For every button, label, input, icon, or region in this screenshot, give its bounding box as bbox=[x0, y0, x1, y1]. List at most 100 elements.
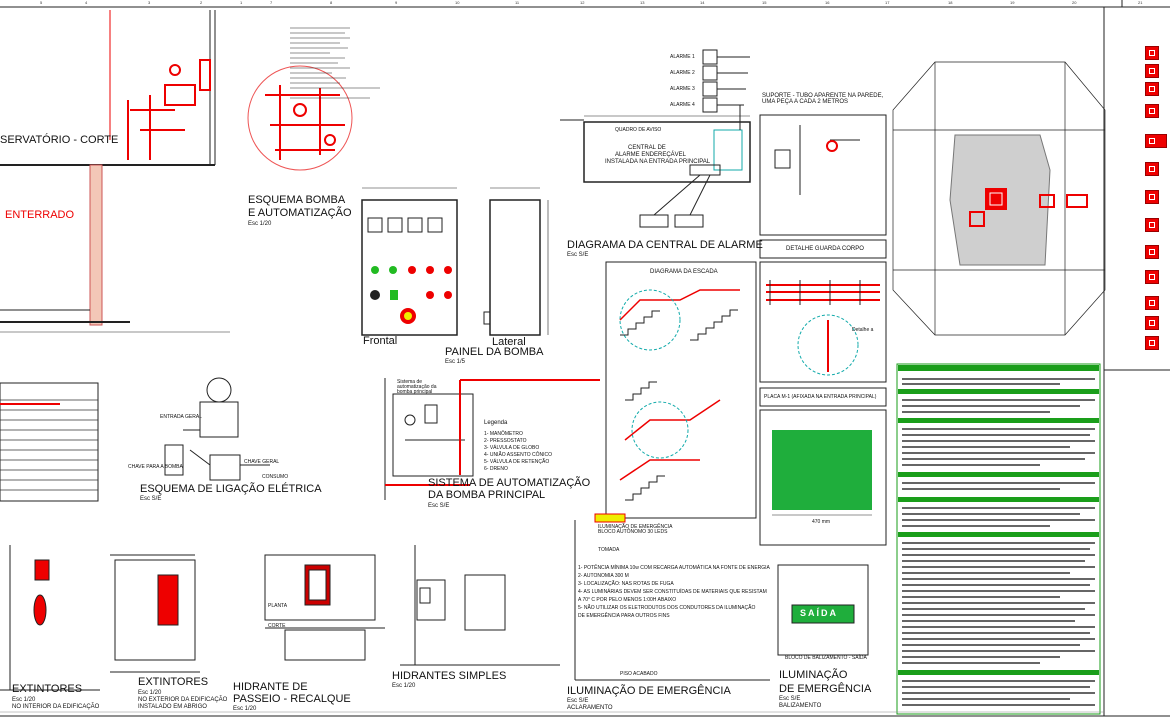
quadro-icon bbox=[1145, 218, 1159, 232]
porta-icon bbox=[1145, 245, 1159, 259]
legenda-item-1: 1- MANÔMETRO bbox=[484, 431, 523, 437]
seta-icon bbox=[1145, 162, 1159, 176]
central-label-2: ALARME ENDEREÇÁVEL bbox=[615, 152, 687, 158]
painel-frontal-label: Frontal bbox=[363, 335, 398, 347]
chave-geral-label: CHAVE GERAL bbox=[244, 459, 280, 465]
sistema-automatizacao bbox=[384, 378, 474, 500]
ilum-nota-6: 5- NÃO UTILIZAR OS ELETRODUTOS DOS CONDU… bbox=[578, 605, 756, 611]
iluminacao-2-scale: Esc S/E bbox=[779, 696, 801, 702]
legenda-item-3: 3- VÁLVULA DE GLOBO bbox=[484, 445, 540, 451]
esquema-ligacao bbox=[164, 377, 270, 481]
ilum-nota-1: 1- POTÊNCIA MÍNIMA 10w COM RECARGA AUTOM… bbox=[578, 565, 770, 571]
sinal-icon bbox=[1145, 270, 1159, 284]
esquema-ligacao-scale: Esc S/E bbox=[140, 496, 162, 502]
legenda-title: Legenda bbox=[484, 420, 508, 426]
central-alarme bbox=[560, 49, 751, 228]
esquema-bomba-scale: Esc 1/20 bbox=[248, 221, 272, 227]
extintores bbox=[0, 545, 200, 691]
diagrama-central-scale: Esc S/E bbox=[567, 252, 589, 258]
alarme-icon bbox=[1145, 82, 1159, 96]
painel-lateral bbox=[483, 187, 549, 336]
iluminacao-1-sub: ACLARAMENTO bbox=[567, 705, 613, 711]
sistema-auto-scale: Esc S/E bbox=[428, 503, 450, 509]
extintores-1-sub: NO INTERIOR DA EDIFICAÇÃO bbox=[12, 704, 100, 710]
bloco-balizamento-label: BLOCO DE BALIZAMENTO - SAÍDA bbox=[785, 655, 867, 661]
alarme-label-1: ALARME 1 bbox=[670, 54, 695, 60]
extintores-2-title: EXTINTORES bbox=[138, 676, 209, 688]
painel-leds bbox=[370, 266, 452, 324]
placa-title: PLACA M-1 (AFIXADA NA ENTRADA PRINCIPAL) bbox=[764, 394, 877, 400]
extintores-2-sub2: INSTALADO EM ABRIGO bbox=[138, 704, 207, 710]
painel-frontal bbox=[361, 187, 458, 336]
reservatorio-title: SERVATÓRIO - CORTE bbox=[0, 134, 119, 146]
esquema-bomba-title-2: E AUTOMATIZAÇÃO bbox=[248, 207, 352, 219]
central-label-3: INSTALADA NA ENTRADA PRINCIPAL bbox=[605, 159, 711, 165]
barra-icon bbox=[1145, 296, 1159, 310]
legenda-item-6: 6- DRENO bbox=[484, 466, 508, 472]
sistema-bateria-label: Sistema de automatização da bomba princi… bbox=[397, 379, 437, 395]
entrada-geral-label: ENTRADA GERAL bbox=[160, 414, 202, 420]
alarme-label-2: ALARME 2 bbox=[670, 70, 695, 76]
escada-box bbox=[605, 261, 757, 519]
placa-dimension: 470 mm bbox=[812, 519, 831, 525]
diagrama-escada-title: DIAGRAMA DA ESCADA bbox=[650, 269, 718, 275]
legenda-item-2: 2- PRESSOSTATO bbox=[484, 438, 527, 444]
corte-label: CORTE bbox=[268, 623, 286, 629]
hidrante-icon bbox=[1145, 64, 1159, 78]
detalhe-a-label: Detalhe a bbox=[852, 327, 874, 333]
consumo-label: CONSUMO bbox=[262, 474, 289, 480]
alarme-label-3: ALARME 3 bbox=[670, 86, 695, 92]
sistema-auto-title-2: DA BOMBA PRINCIPAL bbox=[428, 489, 546, 501]
planta-label: PLANTA bbox=[268, 603, 288, 609]
guarda-corpo-box bbox=[759, 261, 887, 383]
iluminacao-2-sub: BALIZAMENTO bbox=[779, 703, 822, 709]
ilum-bloco-label: ILUMINAÇÃO DE EMERGÊNCIA BLOCO AUTÔNOMO … bbox=[598, 524, 673, 535]
luz-icon bbox=[1145, 104, 1159, 118]
sistema-auto-title: SISTEMA DE AUTOMATIZAÇÃO bbox=[428, 477, 591, 489]
planta-octogono bbox=[892, 61, 1106, 336]
suporte-title: SUPORTE - TUBO APARENTE NA PAREDE, UMA P… bbox=[762, 93, 884, 105]
legenda-item-5: 5- VÁLVULA DE RETENÇÃO bbox=[484, 459, 550, 465]
quadro-aviso-label: QUADRO DE AVISO bbox=[615, 127, 662, 133]
ilum-nota-7: DE EMERGÊNCIA PARA OUTROS FINS bbox=[578, 613, 670, 619]
ilum-tomada-label: TOMADA bbox=[598, 547, 620, 553]
hidrantes-simples bbox=[400, 545, 560, 666]
iluminacao-1-title: ILUMINAÇÃO DE EMERGÊNCIA bbox=[567, 685, 731, 697]
hidrante-passeio-title-2: PASSEIO - RECALQUE bbox=[233, 693, 351, 705]
extintor-icon bbox=[1145, 46, 1159, 60]
reservatorio-corte bbox=[0, 10, 230, 333]
central-label-1: CENTRAL DE bbox=[628, 145, 666, 151]
painel-bomba-scale: Esc 1/5 bbox=[445, 359, 466, 365]
ilum-nota-3: 3- LOCALIZAÇÃO: NAS ROTAS DE FUGA bbox=[578, 581, 674, 587]
iluminacao-2-title: ILUMINAÇÃO bbox=[779, 669, 848, 681]
ilum-nota-4: 4- AS LUMINÁRIAS DEVEM SER CONSTITUÍDAS … bbox=[578, 589, 767, 595]
detalhe-guarda-title: DETALHE GUARDA CORPO bbox=[786, 246, 864, 252]
hidrantes-simples-scale: Esc 1/20 bbox=[392, 683, 416, 689]
alarme-label-4: ALARME 4 bbox=[670, 102, 695, 108]
extintores-2-sub: NO EXTERIOR DA EDIFICAÇÃO bbox=[138, 697, 228, 703]
bomba-icon bbox=[1145, 190, 1159, 204]
iluminacao-1-scale: Esc S/E bbox=[567, 698, 589, 704]
hidrante-passeio-title: HIDRANTE DE bbox=[233, 681, 308, 693]
legenda-item-4: 4- UNIÃO ASSENTO CÔNICO bbox=[484, 452, 552, 458]
painel-bomba-title: PAINEL DA BOMBA bbox=[445, 346, 544, 358]
suporte-box bbox=[759, 114, 887, 236]
saida-icon bbox=[1145, 134, 1167, 148]
piso-acabado-label: PISO ACABADO bbox=[620, 671, 658, 677]
saida-sign: SAÍDA bbox=[800, 608, 839, 618]
extintores-1-scale: Esc 1/20 bbox=[12, 697, 36, 703]
hidrante-passeio-scale: Esc 1/20 bbox=[233, 706, 257, 712]
iluminacao-2-title-b: DE EMERGÊNCIA bbox=[779, 683, 872, 695]
ilum-nota-5: A 70° C POR PELO MENOS 1:00H ABAIXO bbox=[578, 597, 677, 603]
ilum-nota-2: 2- AUTONOMIA 300 M bbox=[578, 573, 629, 579]
hidrante-passeio bbox=[264, 554, 385, 661]
column-ruler: 5 4 3 2 1 7 8 9 10 11 12 13 14 15 16 17 … bbox=[40, 0, 1143, 5]
esquema-bomba-circle bbox=[247, 65, 353, 171]
placa-m1 bbox=[772, 430, 872, 510]
esquema-ligacao-title: ESQUEMA DE LIGAÇÃO ELÉTRICA bbox=[140, 483, 322, 495]
hidrantes-simples-title: HIDRANTES SIMPLES bbox=[392, 670, 507, 682]
bomba-vermelha bbox=[127, 59, 211, 160]
extintores-1-title: EXTINTORES bbox=[12, 683, 83, 695]
quadro-2-icon bbox=[1145, 336, 1159, 350]
